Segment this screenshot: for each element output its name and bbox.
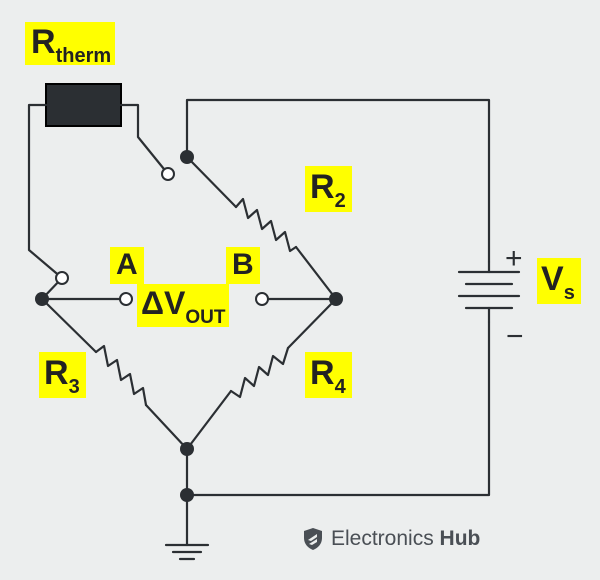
- node-bottom: [180, 442, 194, 456]
- thermistor-body: [45, 83, 122, 127]
- node-ground: [180, 488, 194, 502]
- watermark: Electronics Hub: [303, 527, 480, 551]
- terminal-thermistor-right: [161, 167, 175, 181]
- shield-logo-icon: [304, 528, 322, 550]
- wire-r4-to-bottom: [185, 389, 233, 451]
- label-vs: Vs: [537, 258, 581, 304]
- node-left: [35, 292, 49, 306]
- watermark-text: Electronics Hub: [331, 527, 481, 550]
- wire-right-to-r4: [286, 297, 338, 350]
- node-top: [180, 150, 194, 164]
- resistor-r3: [94, 344, 148, 407]
- terminal-a: [119, 292, 133, 306]
- terminal-b: [255, 292, 269, 306]
- wire-left-to-r3: [40, 297, 98, 354]
- label-delta-vout: ΔVOUT: [137, 284, 230, 327]
- terminal-thermistor-left: [55, 271, 69, 285]
- resistor-r4: [229, 346, 290, 399]
- label-r3: R3: [39, 352, 86, 398]
- wire-r2-to-right: [294, 245, 338, 301]
- wire-thermistor-right: [119, 103, 170, 176]
- label-b: B: [226, 247, 260, 284]
- label-a: A: [110, 247, 144, 284]
- label-rtherm: Rtherm: [25, 22, 116, 66]
- node-right: [329, 292, 343, 306]
- battery-plus-sign: +: [505, 242, 523, 275]
- label-r4: R4: [305, 352, 352, 398]
- wire-top-to-r2: [185, 155, 238, 209]
- wire-top-rail: [185, 98, 491, 264]
- battery-minus-sign: −: [506, 320, 524, 353]
- wire-bottom-rail: [185, 320, 491, 497]
- wire-r3-to-bottom: [144, 403, 189, 451]
- resistor-r2: [234, 197, 298, 253]
- label-r2: R2: [305, 166, 352, 212]
- wire-thermistor-left: [27, 103, 64, 280]
